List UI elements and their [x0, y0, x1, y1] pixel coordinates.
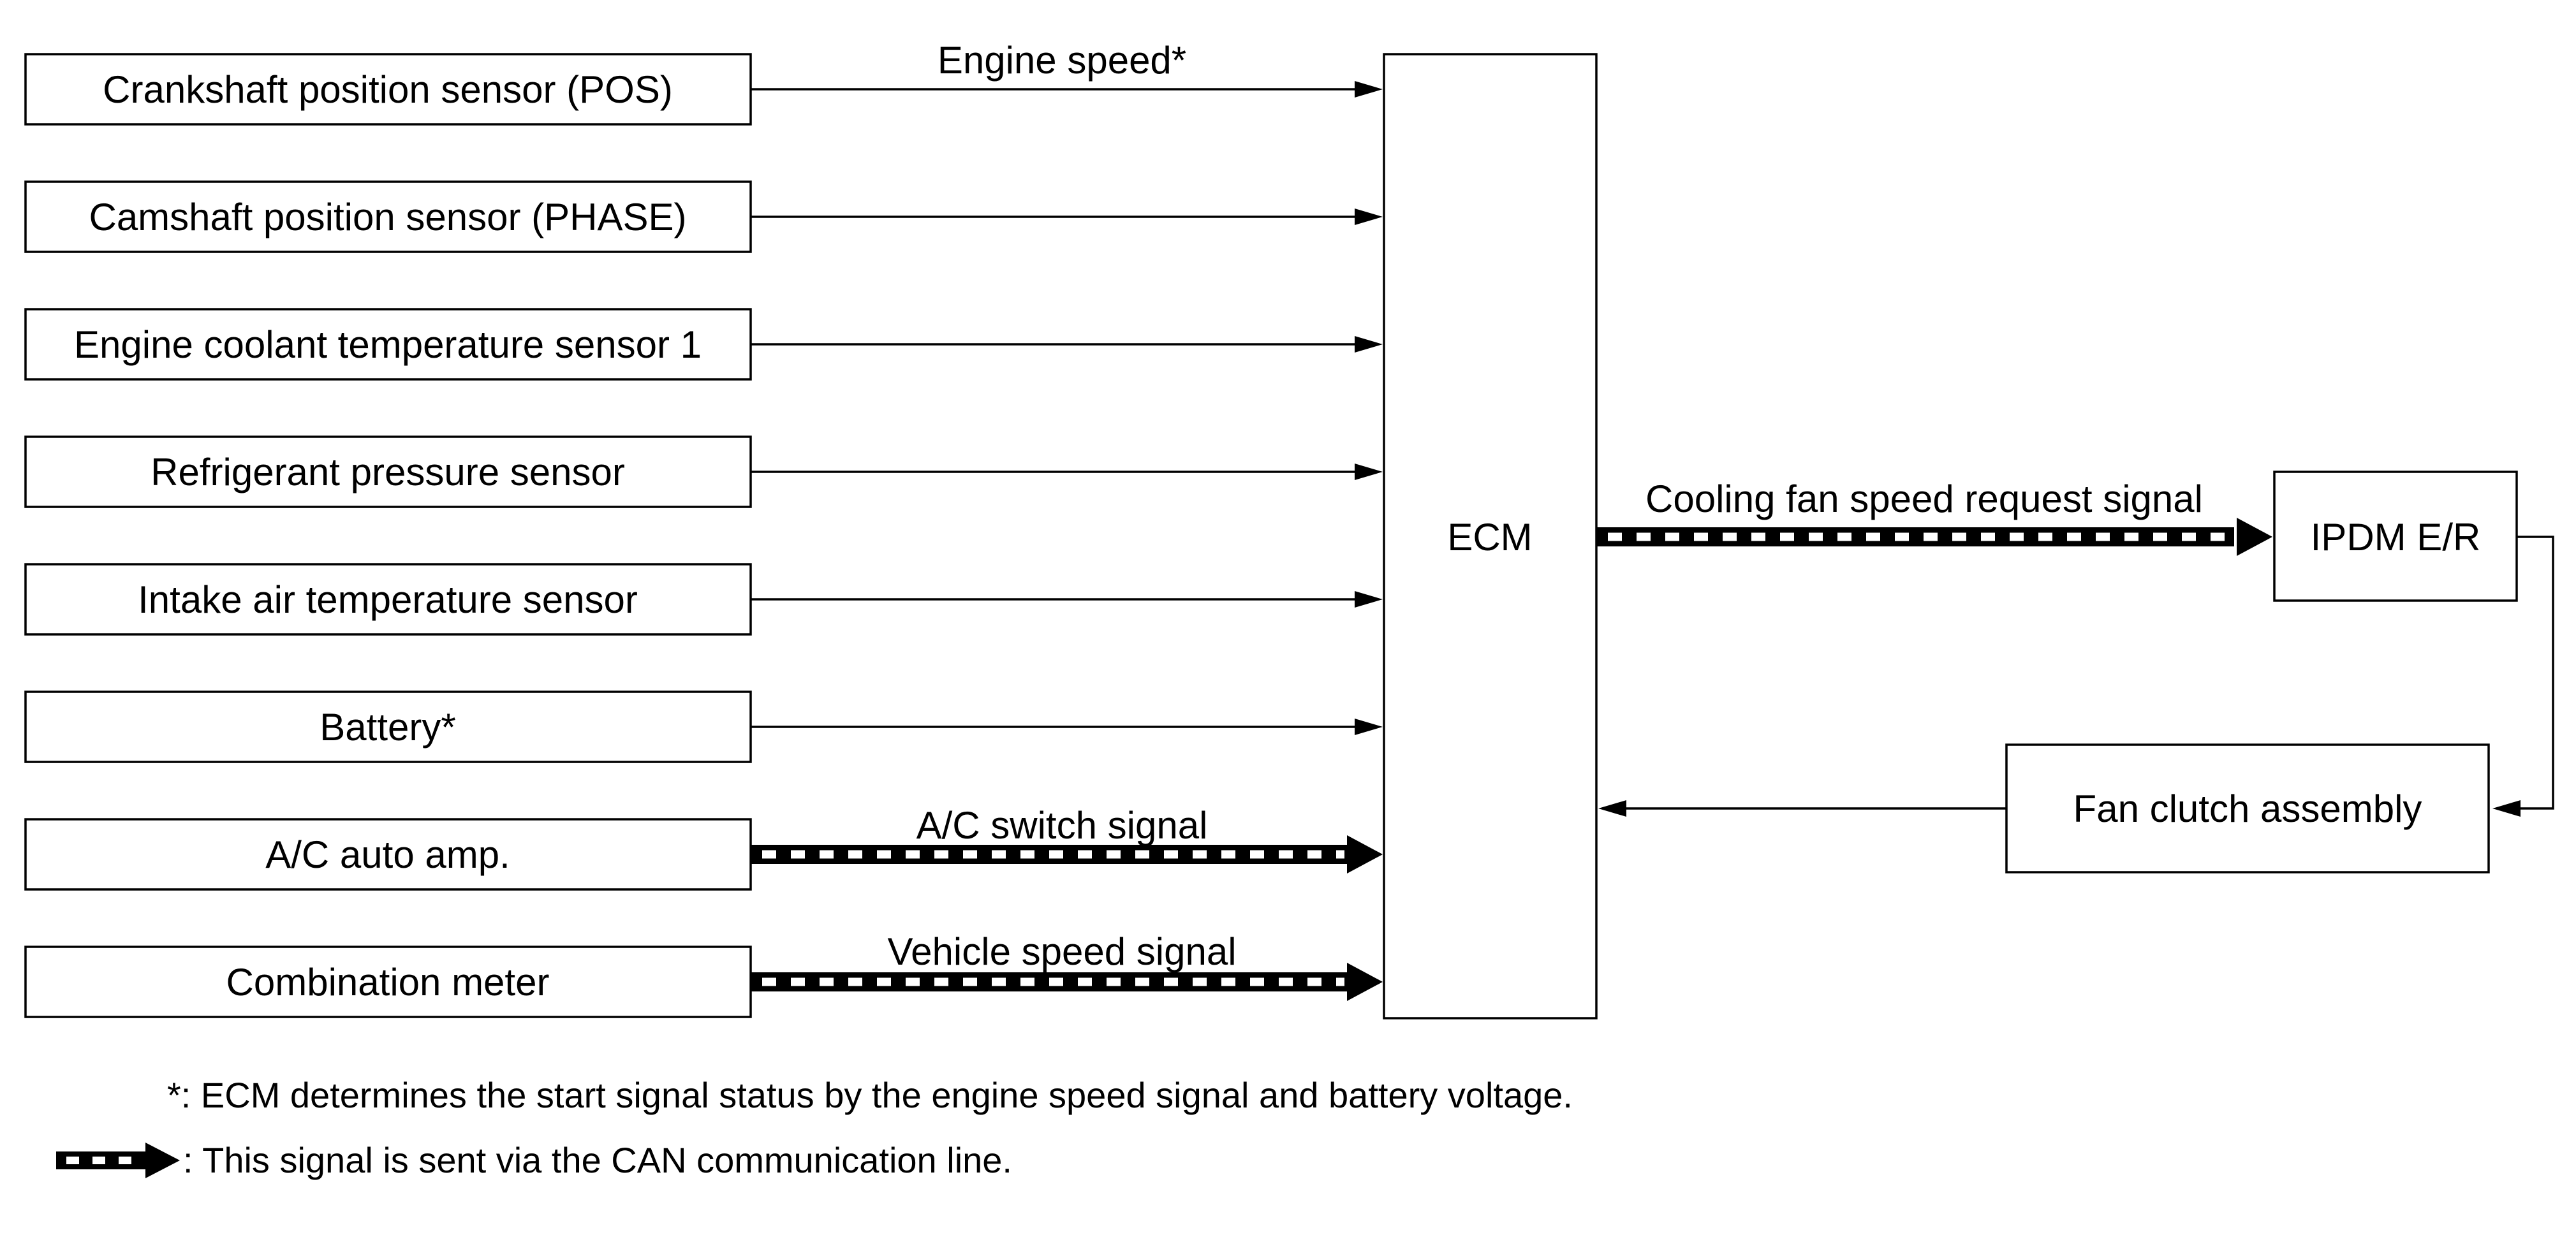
arrow-crankshaft-to-ecm — [751, 81, 1383, 98]
input-refrigerant-pressure-sensor: Refrigerant pressure sensor — [24, 435, 752, 508]
arrow-fan-clutch-to-ecm — [1598, 800, 2006, 817]
arrow-battery-to-ecm — [751, 719, 1383, 735]
arrow-coolant-to-ecm — [751, 336, 1383, 353]
arrow-intake-air-to-ecm — [751, 591, 1383, 608]
arrow-refrigerant-to-ecm — [751, 464, 1383, 480]
can-arrow-meter-to-ecm — [751, 963, 1383, 1001]
signal-label-ac-switch: A/C switch signal — [916, 804, 1208, 847]
signal-label-vehicle-speed: Vehicle speed signal — [887, 930, 1236, 973]
fan-clutch-label: Fan clutch assembly — [2073, 787, 2422, 830]
input-ac-auto-amp: A/C auto amp. — [24, 818, 752, 891]
input-intake-air-temp-sensor: Intake air temperature sensor — [24, 563, 752, 636]
ecm-block: ECM — [1383, 53, 1598, 1019]
arrow-camshaft-to-ecm — [751, 208, 1383, 225]
input-coolant-temp-sensor: Engine coolant temperature sensor 1 — [24, 308, 752, 381]
input-combination-meter: Combination meter — [24, 946, 752, 1018]
signal-label-engine-speed: Engine speed* — [938, 39, 1186, 82]
can-arrow-ecm-to-ipdm — [1596, 518, 2272, 556]
input-label: Engine coolant temperature sensor 1 — [74, 323, 702, 366]
can-legend-note: : This signal is sent via the CAN commun… — [183, 1140, 1012, 1180]
input-camshaft-sensor: Camshaft position sensor (PHASE) — [24, 180, 752, 253]
input-label: A/C auto amp. — [265, 833, 510, 876]
asterisk-note: *: ECM determines the start signal statu… — [167, 1075, 1573, 1115]
signal-label-cooling-fan-request: Cooling fan speed request signal — [1645, 478, 2203, 520]
input-battery: Battery* — [24, 691, 752, 763]
input-label: Refrigerant pressure sensor — [151, 451, 625, 493]
input-arrows — [751, 81, 1383, 1001]
input-label: Battery* — [320, 706, 455, 749]
can-legend-arrow-icon — [56, 1143, 180, 1178]
signal-labels: Engine speed* A/C switch signal Vehicle … — [887, 39, 1236, 973]
input-label: Intake air temperature sensor — [138, 578, 638, 621]
ipdm-block: IPDM E/R — [2273, 471, 2518, 602]
arrow-ipdm-to-fan-clutch — [2492, 536, 2554, 817]
input-label: Combination meter — [226, 961, 550, 1004]
ipdm-label: IPDM E/R — [2311, 516, 2481, 559]
ecm-label: ECM — [1447, 516, 1532, 559]
input-boxes: Crankshaft position sensor (POS) Camshaf… — [24, 53, 752, 1018]
input-label: Crankshaft position sensor (POS) — [103, 68, 673, 111]
can-arrow-ac-to-ecm — [751, 835, 1383, 873]
fan-clutch-block: Fan clutch assembly — [2005, 743, 2490, 873]
notes: *: ECM determines the start signal statu… — [56, 1075, 1573, 1180]
input-label: Camshaft position sensor (PHASE) — [89, 196, 686, 238]
input-crankshaft-sensor: Crankshaft position sensor (POS) — [24, 53, 752, 126]
